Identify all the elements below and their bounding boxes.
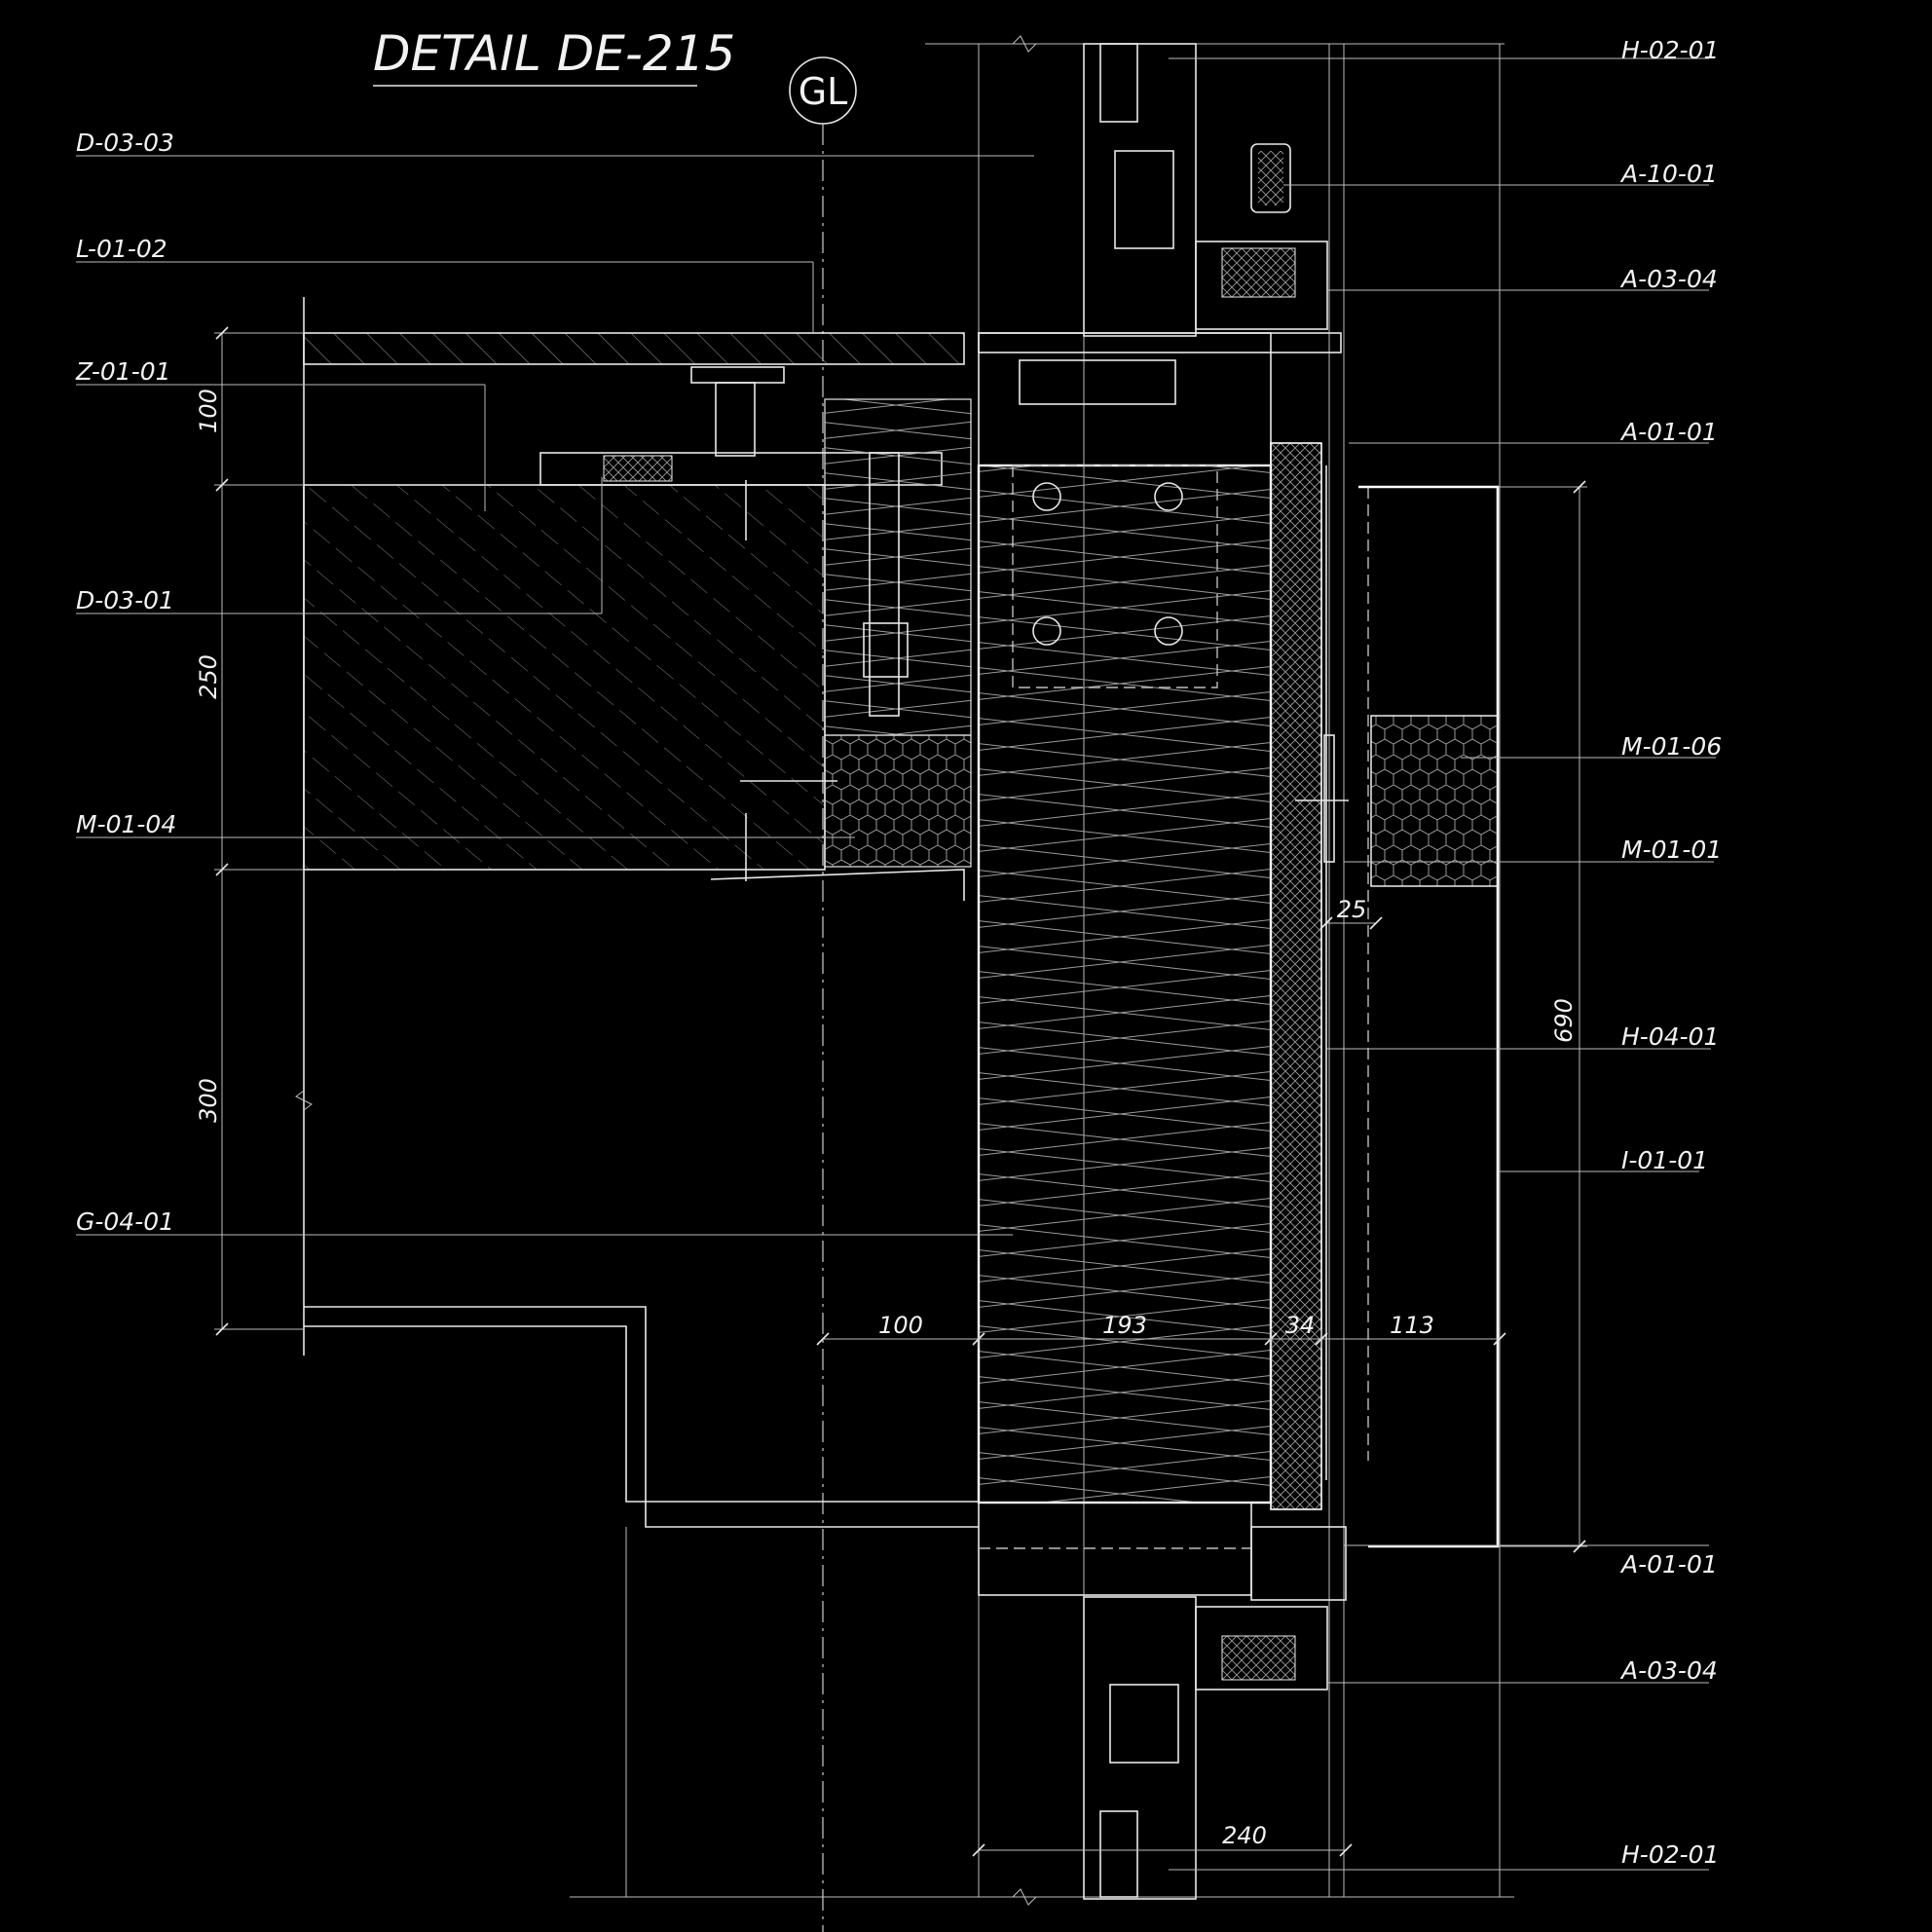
dim-frame-240: 240 xyxy=(1222,1822,1267,1849)
lower-mullion-profile xyxy=(1250,1526,1347,1601)
cladding-board xyxy=(1270,442,1322,1510)
soffit-angle xyxy=(710,869,965,901)
upper-gasket-block xyxy=(1221,247,1296,298)
label-h-02-01-top: H-02-01 xyxy=(1621,36,1719,64)
label-m-01-06: M-01-06 xyxy=(1621,732,1722,761)
support-pad xyxy=(603,455,673,482)
frame-width-dimension xyxy=(972,1843,1353,1857)
label-a-01-01-top: A-01-01 xyxy=(1619,418,1718,446)
label-h-04-01: H-04-01 xyxy=(1621,1022,1719,1051)
bracket-plate xyxy=(869,452,900,717)
bolt-3 xyxy=(1032,616,1061,646)
label-a-01-01-bottom: A-01-01 xyxy=(1619,1550,1718,1579)
dim-left-250: 250 xyxy=(195,654,222,699)
right-leaders xyxy=(1169,57,1716,1871)
concrete-slab xyxy=(303,484,826,871)
bottom-break-mark xyxy=(1012,1888,1037,1906)
bolt-4 xyxy=(1154,616,1183,646)
drawing-title: DETAIL DE-215 xyxy=(373,25,735,82)
label-z-01-01: Z-01-01 xyxy=(75,357,171,386)
left-dimension-chain xyxy=(214,326,304,1336)
lower-frame-profile xyxy=(1109,1684,1179,1764)
right-dimension xyxy=(1500,480,1587,1553)
glazing-bead-fill xyxy=(1258,151,1283,205)
label-d-03-01: D-03-01 xyxy=(76,586,174,614)
label-d-03-03: D-03-03 xyxy=(76,129,174,157)
top-break-mark xyxy=(1012,35,1037,53)
ceiling-outline-inner xyxy=(304,1325,979,1503)
external-fire-stop xyxy=(1370,715,1499,887)
transom-tube xyxy=(1019,359,1176,405)
glazing-bead xyxy=(1250,143,1291,213)
dim-right-690: 690 xyxy=(1550,998,1578,1043)
bracket-lower xyxy=(863,622,909,678)
upper-frame-profile xyxy=(1114,150,1174,249)
pedestal-head xyxy=(690,366,785,384)
label-m-01-01: M-01-01 xyxy=(1621,836,1722,864)
label-a-10-01: A-10-01 xyxy=(1619,160,1718,188)
slab-break-mark xyxy=(295,1090,313,1111)
label-h-02-01-bottom: H-02-01 xyxy=(1621,1840,1719,1869)
spandrel-insulation xyxy=(977,464,1273,1505)
dim-bottom-34: 34 xyxy=(1285,1312,1316,1339)
lower-gasket-block xyxy=(1221,1635,1296,1681)
label-i-01-01: I-01-01 xyxy=(1621,1146,1708,1174)
pedestal-stem xyxy=(715,382,756,457)
upper-glazing-unit xyxy=(1099,43,1138,123)
label-a-03-04-top: A-03-04 xyxy=(1619,265,1718,293)
bracket-outline xyxy=(1012,464,1218,688)
external-cover-panel xyxy=(1358,485,1500,1548)
label-a-03-04-bottom: A-03-04 xyxy=(1619,1656,1718,1685)
label-m-01-04: M-01-04 xyxy=(76,810,176,838)
bottom-dimension-chain xyxy=(816,1329,1506,1349)
ceiling-outline-outer xyxy=(304,1306,979,1528)
grid-marker-label: GL xyxy=(799,70,848,113)
label-g-04-01: G-04-01 xyxy=(76,1208,174,1236)
dim-bottom-113: 113 xyxy=(1390,1312,1434,1339)
edge-insulation xyxy=(824,398,972,736)
dim-gap-25: 25 xyxy=(1337,896,1367,923)
floor-screed xyxy=(303,332,965,365)
lower-glazing-unit xyxy=(1099,1810,1138,1898)
upper-window-frame xyxy=(1083,43,1197,337)
bolt-1 xyxy=(1032,482,1061,511)
dim-left-300: 300 xyxy=(195,1078,222,1123)
lower-sash xyxy=(1195,1606,1328,1690)
dim-bottom-193: 193 xyxy=(1102,1312,1147,1339)
upper-sash xyxy=(1195,241,1328,330)
lower-window-frame xyxy=(1083,1596,1197,1900)
label-l-01-02: L-01-02 xyxy=(76,235,167,263)
left-leaders xyxy=(76,155,1034,1236)
edge-fire-stop xyxy=(824,734,972,868)
dim-left-100: 100 xyxy=(195,389,222,433)
transom-top-rail xyxy=(978,332,1342,353)
dim-bottom-100: 100 xyxy=(878,1312,923,1339)
rail-bracket xyxy=(1323,734,1335,863)
gap-dimension xyxy=(1319,916,1383,930)
bolt-2 xyxy=(1154,482,1183,511)
